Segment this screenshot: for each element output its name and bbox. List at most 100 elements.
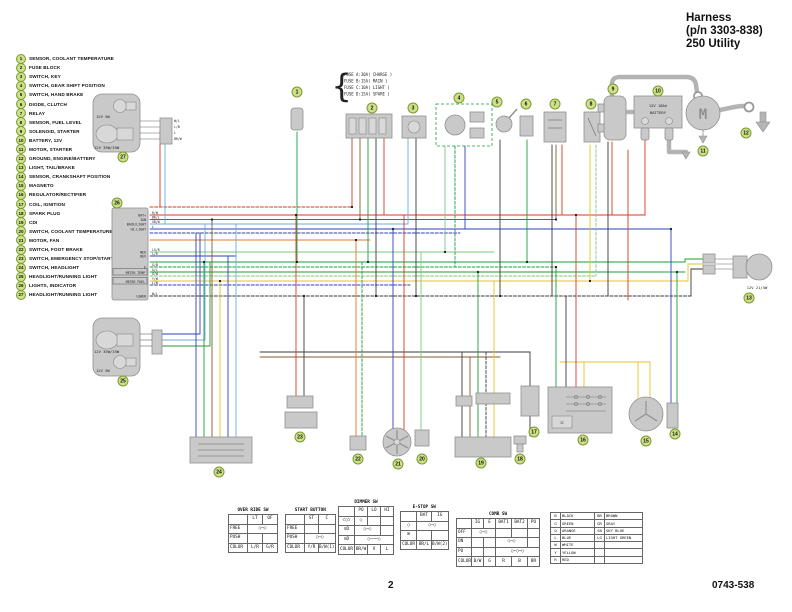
title-line1: Harness (686, 12, 732, 24)
table-cell: BAT1 (495, 518, 512, 529)
connector-pin-label: E (144, 266, 146, 270)
table-cell (400, 511, 417, 522)
table-cell (594, 548, 605, 557)
table-cell: L/R (247, 542, 263, 554)
connector-wire-code: BR/L (152, 215, 160, 219)
headlight-lower-small-label: 12V 5W (96, 368, 110, 373)
table-cell: COLOR (228, 542, 248, 554)
table-cell (604, 541, 643, 550)
table-cell: B (550, 511, 561, 521)
gear-shift-switch (435, 103, 493, 147)
table-cell (380, 525, 394, 536)
table-cell: BR/L (416, 539, 432, 551)
table-cell: COLOR (400, 539, 417, 551)
table-cell: G (483, 556, 496, 567)
fuel-level-sensor (583, 111, 601, 143)
connector-pin-label: METER FUEL (126, 280, 145, 284)
table-cell: Y (550, 548, 561, 557)
connector-wire-code: W/L (152, 292, 158, 296)
table-cell: BR (594, 511, 605, 521)
table-cell: B (511, 556, 528, 567)
table-cell: COLOR (285, 542, 305, 554)
table-cell (483, 537, 496, 548)
component-badge-3: 3 (407, 102, 419, 114)
regulator-rectifier: IC (547, 386, 613, 434)
table-cell (604, 548, 643, 557)
table-cell: FREE (228, 523, 248, 535)
fan-motor (382, 427, 412, 457)
headlight-upper: 12V 5W 12V 35W/35W W/L L/B L BR/W (92, 93, 182, 153)
table-cell (318, 523, 336, 535)
table-cell: W (550, 541, 561, 550)
component-badge-26: 26 (111, 197, 123, 209)
connector-wire-code: L/R (152, 252, 158, 256)
table-cell (527, 537, 540, 548)
table-cell: R (550, 555, 561, 565)
table-cell (304, 523, 319, 535)
table-cell: OFF (456, 527, 472, 539)
contact-bridge: ○─○ (471, 527, 496, 539)
table-cell: B/W (471, 556, 484, 567)
table-cell: HI (380, 506, 394, 517)
table-cell: ORANGE (560, 526, 595, 535)
connector-wire-code: G/B (152, 263, 158, 267)
table-cell: YELLOW (560, 548, 595, 557)
connector-wire-code: L (152, 225, 154, 229)
contact-bridge: ○───○ (354, 534, 394, 546)
table-cell: PO (354, 506, 368, 517)
table-cell (367, 515, 381, 527)
headlight-wire-code: L/B (174, 125, 180, 129)
component-badge-5: 5 (491, 96, 503, 108)
stop-icon: ⊠ (400, 530, 417, 541)
run-icon: ○ (400, 520, 417, 532)
component-badge-9: 9 (607, 83, 619, 95)
fuse-note: { FUSE A:30A( CHARGE ) FUSE B:15A( MAIN … (332, 67, 392, 105)
table-cell: IG (431, 511, 449, 522)
connector-pin-label: HI.LIGHT (131, 228, 146, 232)
component-badge-7: 7 (549, 98, 561, 110)
contact-bridge: ○─○ (416, 520, 449, 532)
table-cell (511, 527, 528, 539)
table-cell: R (495, 556, 512, 567)
table-cell: PUSH (285, 533, 305, 544)
table-cell (483, 546, 496, 558)
connector-pin-label: BACK/LIGHT (127, 223, 146, 227)
component-badge-6: 6 (520, 98, 532, 110)
table-cell: COLOR (338, 544, 355, 555)
tail-light-label: 12V 21/5W (747, 285, 768, 290)
table-cell: O (550, 526, 561, 535)
connector-wire-code: R/W (152, 211, 158, 215)
table-cell: PUSH (228, 533, 248, 544)
ignition-coil (520, 385, 540, 417)
headlight-lower-main-label: 12V 35W/35W (94, 349, 120, 354)
table-cell: C (318, 514, 336, 525)
connector-wire-code: LG/R (152, 248, 160, 252)
coolant-temp-switch (414, 429, 430, 447)
table-cell: B/W(2) (431, 539, 449, 551)
table-cell (471, 546, 484, 558)
document-number: 0743-538 (712, 580, 755, 591)
table-cell: L (550, 533, 561, 543)
table-cell (228, 514, 248, 525)
table-cell: Y/R (304, 542, 319, 554)
table-cell: L (380, 544, 394, 555)
connector-pin-label: REV (140, 255, 146, 259)
table-cell: GRAY (604, 519, 643, 528)
fuse-line-a: FUSE A:30A( CHARGE ) (344, 72, 392, 77)
connector-wire-code: Y/W (152, 277, 158, 281)
table-cell: BAT2 (511, 518, 528, 529)
connector-pin-label: METER TEMP (126, 271, 145, 275)
table-cell: PO (456, 546, 472, 558)
component-badge-4: 4 (453, 92, 465, 104)
page-number: 2 (388, 580, 394, 591)
component-badge-1: 1 (291, 86, 303, 98)
headlight-lower: 12V 35W/35W 12V 5W (92, 317, 163, 377)
table-cell: BROWN (604, 511, 643, 521)
headlight-wire-code: BR/W (174, 137, 182, 141)
starter-solenoid (597, 95, 627, 141)
connector-pin-label: LOWER (136, 295, 146, 299)
table-cell (380, 515, 394, 527)
